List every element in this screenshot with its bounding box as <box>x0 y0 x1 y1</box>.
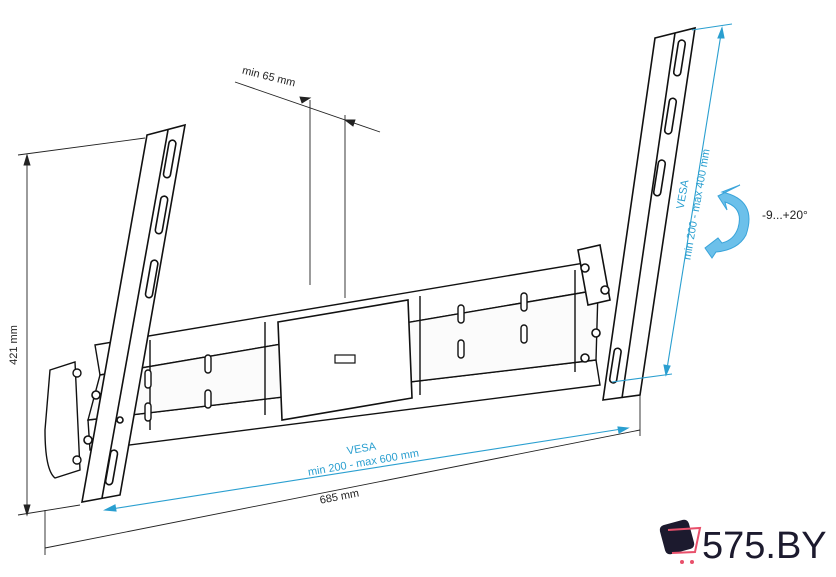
level-indicator-icon <box>334 354 356 364</box>
tilt-range-label: -9...+20° <box>762 208 808 222</box>
min-gap-dimension <box>234 81 381 298</box>
logo-text: 575.BY <box>702 525 827 567</box>
vesa-horizontal-title: VESA <box>346 440 378 457</box>
min-gap-label: min 65 mm <box>241 65 297 90</box>
center-plate <box>277 299 413 421</box>
left-wall-block <box>44 361 82 479</box>
shopping-cart-icon <box>659 519 702 564</box>
vesa-vertical-title: VESA <box>675 178 692 210</box>
vesa-vertical-dimension <box>611 23 733 383</box>
height-label: 421 mm <box>8 325 20 365</box>
store-logo: 575.BY <box>659 519 827 567</box>
width-dimension <box>44 395 641 555</box>
left-bracket <box>81 123 187 503</box>
vesa-horizontal-dimension <box>103 426 630 512</box>
height-dimension <box>17 137 146 517</box>
tilt-arrow-icon <box>704 184 750 259</box>
width-label: 685 mm <box>319 487 360 506</box>
right-bracket <box>577 26 696 401</box>
